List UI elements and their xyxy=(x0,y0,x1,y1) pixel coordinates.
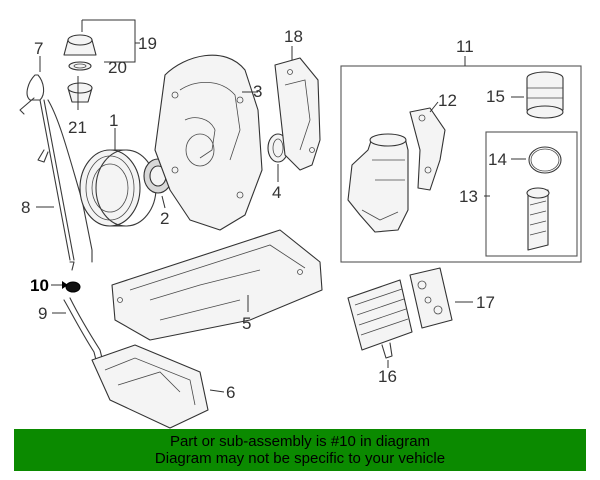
callout-labels: 7 19 20 21 1 2 3 4 18 5 6 8 9 10 11 12 1… xyxy=(21,27,507,402)
callout-18: 18 xyxy=(284,27,303,46)
filter-cap-part-15 xyxy=(526,71,564,119)
gasket-part-12 xyxy=(409,107,446,191)
banner-line-1: Part or sub-assembly is #10 in diagram xyxy=(169,433,431,450)
oil-filter-housing-group-box xyxy=(340,65,582,263)
cover-plate-part-18 xyxy=(274,57,321,171)
seal-ring-part-10 xyxy=(65,281,81,293)
callout-11: 11 xyxy=(456,37,474,56)
callout-5: 5 xyxy=(242,314,251,333)
filter-element-part-13 xyxy=(526,187,550,251)
banner-line-2: Diagram may not be specific to your vehi… xyxy=(154,450,446,467)
callout-4: 4 xyxy=(272,183,281,202)
filter-element-group-box xyxy=(485,131,578,257)
part-info-banner: Part or sub-assembly is #10 in diagram D… xyxy=(14,429,586,471)
callout-6: 6 xyxy=(226,383,235,402)
gasket-part-17 xyxy=(409,267,453,329)
callout-8: 8 xyxy=(21,198,30,217)
dipstick-assembly xyxy=(19,74,103,361)
callout-7: 7 xyxy=(34,39,43,58)
callout-16: 16 xyxy=(378,367,397,386)
callout-14: 14 xyxy=(488,150,507,169)
o-ring-part-14 xyxy=(528,146,562,174)
callout-1: 1 xyxy=(109,111,118,130)
timing-cover-part-3 xyxy=(154,54,263,231)
callout-17: 17 xyxy=(476,293,495,312)
oil-filler-cap-group xyxy=(63,34,97,103)
callout-2: 2 xyxy=(160,209,169,228)
callout-9: 9 xyxy=(38,304,47,323)
callout-3: 3 xyxy=(253,82,262,101)
leader-lines xyxy=(36,19,526,393)
oil-filter-housing-part-11 xyxy=(347,133,409,233)
callout-20: 20 xyxy=(108,58,127,77)
oil-pan-lower-part-6 xyxy=(91,344,209,429)
callout-15: 15 xyxy=(486,87,505,106)
callout-21: 21 xyxy=(68,118,87,137)
oil-pan-upper-part-5 xyxy=(111,229,323,341)
crank-pulley-part-1 xyxy=(79,149,157,227)
oil-cooler-part-16 xyxy=(347,279,413,359)
callout-13: 13 xyxy=(459,187,478,206)
callout-10: 10 xyxy=(30,276,49,295)
callout-12: 12 xyxy=(438,91,457,110)
callout-19: 19 xyxy=(138,34,157,53)
